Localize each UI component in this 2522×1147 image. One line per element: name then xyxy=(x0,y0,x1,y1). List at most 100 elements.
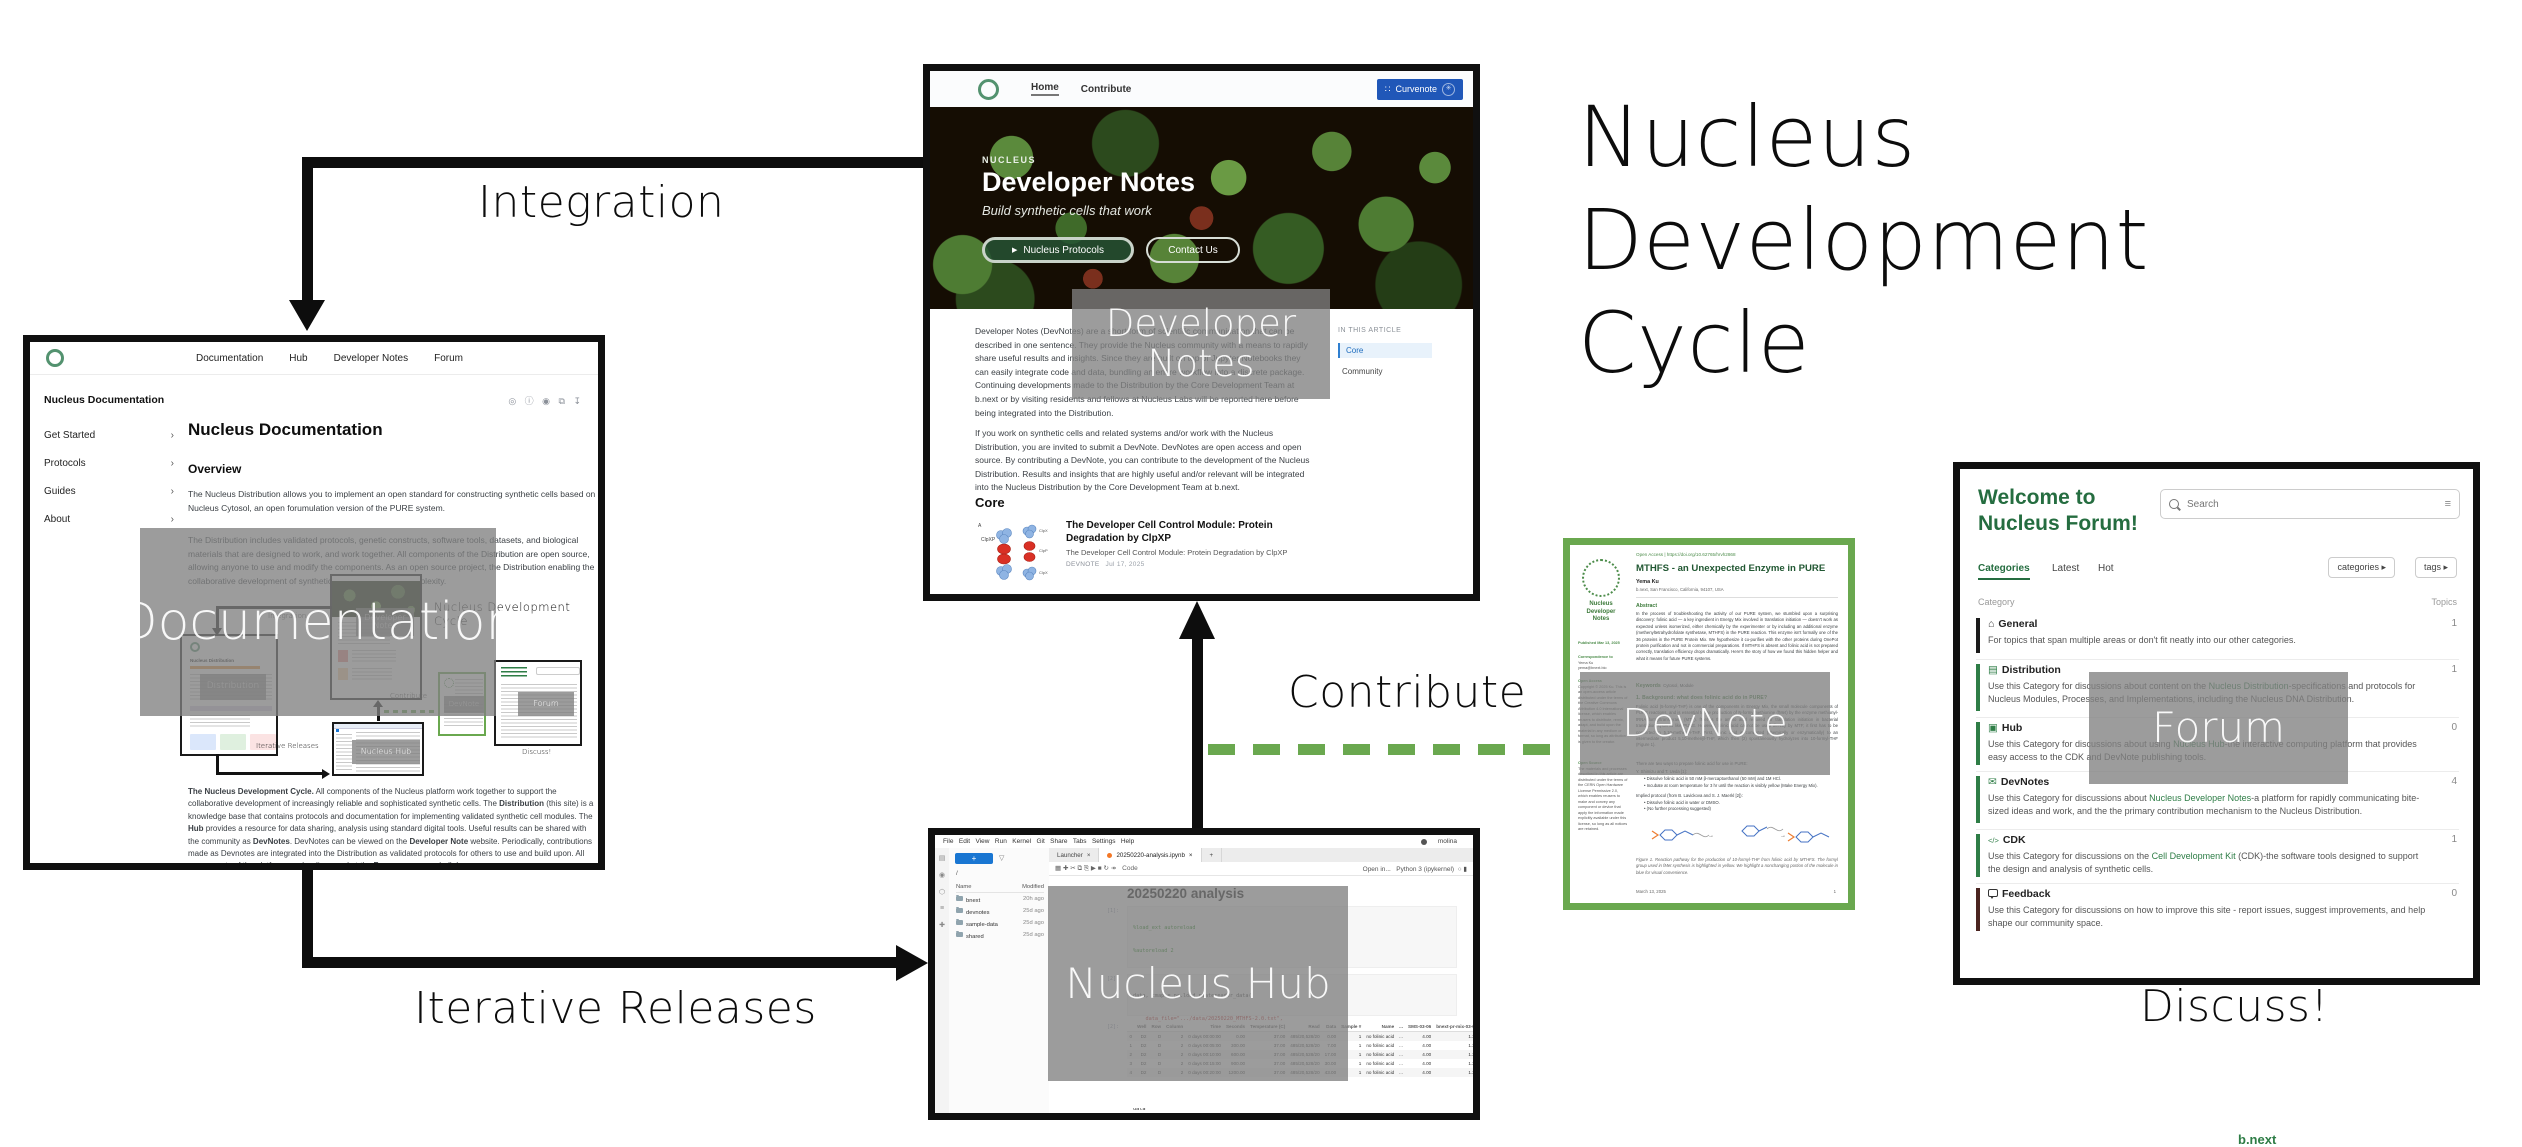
nucleus-protocols-button[interactable]: ▶ Nucleus Protocols xyxy=(982,237,1134,263)
files-icon[interactable]: ▤ xyxy=(938,855,946,862)
table-cell: SMS-03-06 xyxy=(1405,1022,1434,1032)
category-row-cdk[interactable]: </>CDK Use this Category for discussions… xyxy=(1976,831,2459,884)
notebook-toolbar[interactable]: ▦ ✚ ✂ ⧉ ⎘ ▶ ■ ↻ ↠ Code Open in... Python… xyxy=(1049,862,1473,876)
article-1-title[interactable]: The Developer Cell Control Module: Prote… xyxy=(1066,520,1273,544)
ppk-thumbnail[interactable]: polyP(n) polyP(n-1) PPK2 AMP/GD ATP/GT xyxy=(975,597,1061,601)
forum-overlay: Forum xyxy=(2089,672,2348,784)
git-icon[interactable]: ⬡ xyxy=(938,889,946,896)
chevron-right-icon: › xyxy=(170,430,174,441)
sidebar-item-guides[interactable]: Guides› xyxy=(44,486,174,497)
open-access-line[interactable]: Open Access | https://doi.org/10.62765/h… xyxy=(1636,552,1736,557)
user-indicator[interactable]: molina xyxy=(1420,838,1465,845)
kernel-name[interactable]: Python 3 (ipykernel) xyxy=(1396,865,1455,873)
toc-item-community[interactable]: Community xyxy=(1342,367,1383,376)
nav-documentation[interactable]: Documentation xyxy=(196,352,264,364)
jupyter-menubar[interactable]: File Edit View Run Kernel Git Share Tabs… xyxy=(935,835,1473,849)
sidebar-item-about[interactable]: About› xyxy=(44,514,174,525)
table-cell: 1.30 xyxy=(1468,1070,1478,1075)
in-this-article-heading: IN THIS ARTICLE xyxy=(1338,327,1402,334)
developer-notes-site: Home Contribute ∷ Curvenote ✳ NUCLEUS De… xyxy=(923,64,1480,601)
cell-type-select[interactable]: Code xyxy=(1122,865,1138,872)
play-icon: ▶ xyxy=(1012,247,1018,254)
devnotes-hero: NUCLEUS Developer Notes Build synthetic … xyxy=(930,107,1473,309)
close-icon[interactable]: × xyxy=(1188,851,1193,859)
header-utility-icons[interactable]: ◎ ⓘ ◉ ⧉ ↧ xyxy=(508,396,584,406)
contribute-dashed-connector xyxy=(1208,744,1563,755)
contact-us-button[interactable]: Contact Us xyxy=(1146,237,1240,263)
theme-toggle-icon[interactable]: ✳ xyxy=(1442,82,1455,96)
hero-title: Developer Notes xyxy=(982,167,1196,197)
core-section-heading: Core xyxy=(975,495,1005,510)
link[interactable]: Nucleus Developer Notes xyxy=(2149,793,2252,803)
topic-count: 4 xyxy=(2451,776,2457,787)
nav-forum[interactable]: Forum xyxy=(434,352,464,364)
nav-hub[interactable]: Hub xyxy=(289,352,308,364)
running-icon[interactable]: ◉ xyxy=(938,872,946,879)
protocol-2-bullet-1: • Dissolve folinic acid in water or DMSO… xyxy=(1644,800,1720,805)
notebook-icon xyxy=(1107,852,1113,858)
tab-notebook[interactable]: 20250220-analysis.ipynb× xyxy=(1099,848,1202,862)
link[interactable]: Cell Development Kit xyxy=(2151,851,2236,861)
tab-categories[interactable]: Categories xyxy=(1978,563,2030,580)
table-cell: 1 xyxy=(1358,1052,1362,1057)
file-browser-actions[interactable]: ▽ xyxy=(999,855,1009,862)
mini-forum-shot: Forum xyxy=(494,660,582,746)
svg-text:A: A xyxy=(978,523,982,529)
kernel-status-icon: ○ ▮ xyxy=(1457,865,1467,873)
cutoff-brand-text: b.next xyxy=(2238,1132,2277,1147)
article-2[interactable]: PPK Module testing in PURExpress PPK Mod… xyxy=(1066,599,1326,601)
table-cell: 1 xyxy=(1358,1061,1362,1066)
tags-dropdown[interactable]: tags ▸ xyxy=(2414,557,2457,578)
mini-hub-overlay: Nucleus Hub xyxy=(352,740,420,764)
new-launcher-button[interactable]: + xyxy=(955,853,993,864)
clpxp-thumbnail[interactable]: A ClpXP ClpX ClpP ClpX xyxy=(975,519,1049,583)
integration-label: Integration xyxy=(478,177,725,228)
table-cell: no folinic acid xyxy=(1366,1034,1395,1039)
forum-search-box[interactable]: ≡ xyxy=(2160,489,2460,519)
article-1[interactable]: The Developer Cell Control Module: Prote… xyxy=(1066,519,1326,568)
category-strip xyxy=(1976,888,1980,931)
sidebar-item-protocols[interactable]: Protocols› xyxy=(44,458,174,469)
category-strip xyxy=(1976,664,1980,711)
tab-launcher[interactable]: Launcher× xyxy=(1049,848,1100,862)
close-icon[interactable]: × xyxy=(1086,851,1091,859)
filter-icon[interactable]: ≡ xyxy=(2444,498,2451,510)
toc-icon[interactable]: ≡ xyxy=(939,905,945,912)
category-row-feedback[interactable]: Feedback Use this Category for discussio… xyxy=(1976,885,2459,937)
category-row-devnotes[interactable]: ✉DevNotes Use this Category for discussi… xyxy=(1976,773,2459,830)
tab-latest[interactable]: Latest xyxy=(2052,563,2080,574)
extensions-icon[interactable]: ✚ xyxy=(939,922,945,929)
tab-hot[interactable]: Hot xyxy=(2098,563,2114,574)
nav-home[interactable]: Home xyxy=(1031,82,1059,96)
open-in-button[interactable]: Open in... xyxy=(1362,865,1391,873)
discuss-label: Discuss! xyxy=(2140,981,2329,1032)
article-2-title[interactable]: PPK Module testing in PURExpress xyxy=(1066,599,1326,601)
intro-paragraph-2: If you work on synthetic cells and relat… xyxy=(975,428,1310,493)
tab-add[interactable]: + xyxy=(1202,848,1223,862)
abstract-heading: Abstract xyxy=(1636,603,1658,609)
article-1-date: Jul 17, 2025 xyxy=(1105,561,1145,568)
category-row-general[interactable]: ⌂General For topics that span multiple a… xyxy=(1976,615,2459,660)
jupyter-left-rail[interactable]: ▤ ◉ ⬡ ≡ ✚ xyxy=(935,848,950,1113)
categories-dropdown[interactable]: categories ▸ xyxy=(2328,557,2395,578)
toc-item-core[interactable]: Core xyxy=(1338,343,1432,358)
table-cell: 4.00 xyxy=(1422,1043,1432,1048)
nav-developer-notes[interactable]: Developer Notes xyxy=(333,352,409,364)
table-cell: Name xyxy=(1363,1022,1397,1032)
sidebar-item-get-started[interactable]: Get Started› xyxy=(44,430,174,441)
toolbar-icons[interactable]: ▦ ✚ ✂ ⧉ ⎘ ▶ ■ ↻ ↠ xyxy=(1055,865,1117,872)
table-cell: 1 xyxy=(1358,1070,1362,1075)
nucleus-wreath-logo xyxy=(1582,559,1620,597)
breadcrumb[interactable]: / xyxy=(956,870,958,877)
search-input[interactable] xyxy=(2185,497,2389,511)
nav-contribute[interactable]: Contribute xyxy=(1080,83,1132,95)
table-cell: ... xyxy=(1396,1022,1406,1032)
contribute-label: Contribute xyxy=(1288,667,1527,718)
speech-bubble-icon xyxy=(1988,889,1998,899)
curvenote-button[interactable]: ∷ Curvenote ✳ xyxy=(1376,78,1463,100)
